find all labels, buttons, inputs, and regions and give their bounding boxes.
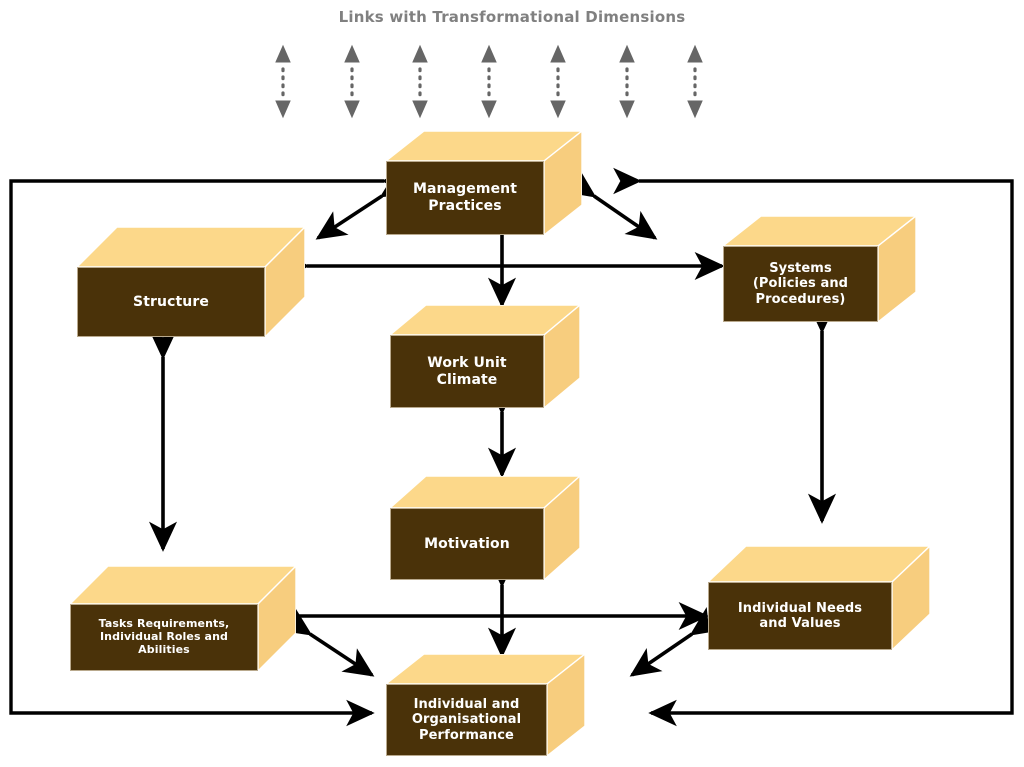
box-label: Individual Needs and Values: [708, 582, 892, 650]
box-label: Structure: [77, 267, 265, 337]
dotted-arrow-3: [412, 44, 428, 119]
box-label: Tasks Requirements, Individual Roles and…: [70, 604, 258, 671]
dotted-arrow-2: [344, 44, 360, 119]
box-3d-faces: [386, 654, 585, 756]
box-tasks-requirements[interactable]: Tasks Requirements, Individual Roles and…: [70, 566, 296, 671]
box-3d-faces: [723, 216, 916, 322]
dotted-arrow-1: [275, 44, 291, 119]
page-title: Links with Transformational Dimensions: [338, 8, 686, 26]
connector-outer-loop-right: [613, 167, 1014, 727]
dotted-arrow-6: [619, 44, 635, 119]
connector-needs-performance: [629, 606, 723, 677]
box-3d-faces: [390, 305, 580, 408]
dotted-arrow-7: [687, 44, 703, 119]
connector-outer-loop-left: [9, 167, 410, 727]
box-label: Systems (Policies and Procedures): [723, 246, 878, 322]
box-individual-performance[interactable]: Individual and Organisational Performanc…: [386, 654, 585, 756]
box-management-practices[interactable]: Management Practices: [386, 131, 582, 235]
box-label: Work Unit Climate: [390, 335, 544, 408]
box-label: Management Practices: [386, 161, 544, 235]
dotted-arrow-4: [481, 44, 497, 119]
box-label: Motivation: [390, 508, 544, 580]
box-systems[interactable]: Systems (Policies and Procedures): [723, 216, 916, 322]
connector-tasks-performance: [279, 607, 375, 677]
box-label: Individual and Organisational Performanc…: [386, 684, 547, 756]
dotted-arrow-5: [550, 44, 566, 119]
connector-management-structure: [315, 169, 413, 240]
box-3d-faces: [708, 546, 930, 650]
box-motivation[interactable]: Motivation: [390, 476, 580, 580]
box-individual-needs[interactable]: Individual Needs and Values: [708, 546, 930, 650]
transformational-dimension-arrows: [275, 44, 703, 119]
box-structure[interactable]: Structure: [77, 227, 305, 337]
connector-management-systems: [563, 168, 658, 240]
box-work-unit-climate[interactable]: Work Unit Climate: [390, 305, 580, 408]
